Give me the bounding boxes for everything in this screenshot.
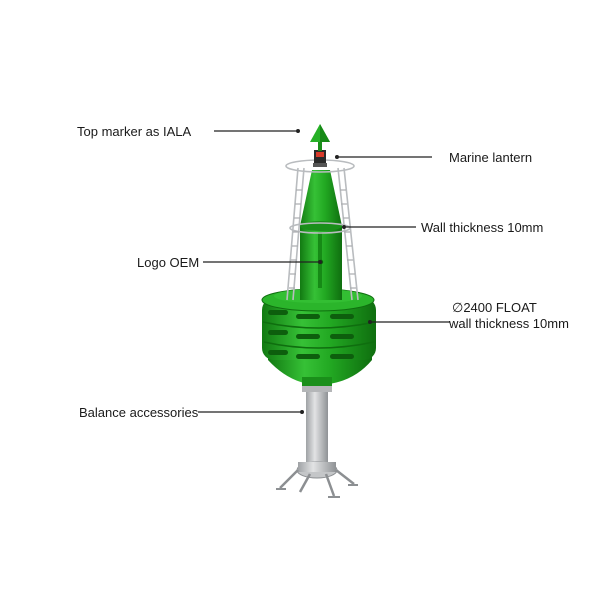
label-marine-lantern: Marine lantern: [449, 150, 533, 165]
label-logo: Logo OEM: [137, 255, 200, 270]
top-marker: [310, 124, 330, 151]
ladder-rungs: [289, 189, 356, 289]
label-float-wall: wall thickness 10mm: [449, 316, 569, 331]
label-wall-thickness: Wall thickness 10mm: [421, 220, 544, 235]
label-top-marker: Top marker as IALA: [77, 124, 192, 139]
marine-lantern: [313, 150, 327, 167]
label-float-size: ∅2400 FLOAT: [452, 300, 537, 315]
label-balance: Balance accessories: [79, 405, 199, 420]
tower-body: [300, 170, 342, 300]
balance-accessories: [276, 384, 358, 498]
float-body: [261, 288, 376, 386]
leader-dots: [296, 129, 372, 414]
leader-lines: [198, 130, 450, 413]
